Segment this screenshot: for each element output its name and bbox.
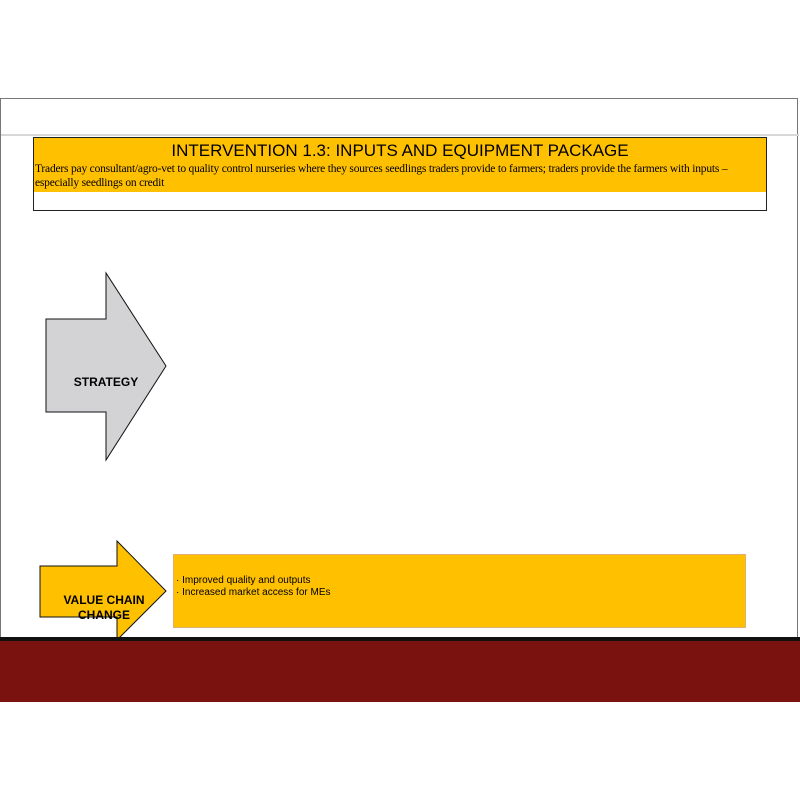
value-chain-change-box: · Improved quality and outputs · Increas… (173, 554, 746, 628)
value-chain-arrow (39, 539, 167, 642)
header-divider (1, 134, 799, 136)
intervention-title: INTERVENTION 1.3: INPUTS AND EQUIPMENT P… (171, 141, 629, 160)
footer-divider (0, 637, 800, 641)
value-chain-label: VALUE CHAIN CHANGE (63, 593, 145, 622)
value-chain-item-text: Improved quality and outputs (182, 575, 311, 586)
footer-band (0, 641, 800, 702)
intervention-title-box: INTERVENTION 1.3: INPUTS AND EQUIPMENT P… (33, 137, 767, 211)
strategy-label: STRATEGY (73, 375, 139, 389)
value-chain-item: · Increased market access for MEs (176, 587, 331, 598)
strategy-arrow (45, 271, 167, 462)
value-chain-item: · Improved quality and outputs (176, 575, 311, 586)
value-chain-item-text: Increased market access for MEs (182, 587, 331, 598)
title-band: INTERVENTION 1.3: INPUTS AND EQUIPMENT P… (34, 138, 766, 192)
intervention-description: Traders pay consultant/agro-vet to quali… (35, 163, 728, 189)
slide-frame (0, 98, 798, 640)
